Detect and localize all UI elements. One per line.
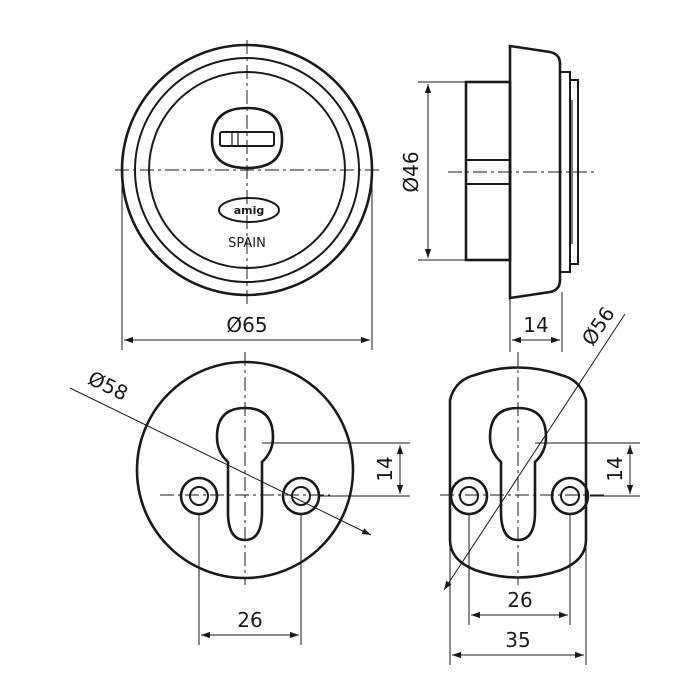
side-view: Ø46 14 bbox=[399, 44, 595, 352]
escutcheon-profile bbox=[508, 44, 562, 300]
spacing-26-label: 26 bbox=[237, 608, 262, 632]
amig-logo bbox=[218, 197, 280, 223]
cylinder-body bbox=[464, 80, 512, 262]
diameter-65-label: Ø65 bbox=[226, 313, 267, 337]
oval-spacing-26-label: 26 bbox=[507, 588, 532, 612]
oval-plate bbox=[448, 366, 588, 579]
diameter-56-leader bbox=[443, 313, 626, 591]
front-face bbox=[148, 71, 346, 269]
oval-cylinder-cutout bbox=[488, 406, 548, 542]
back-oval-view: Ø56 14 26 35 bbox=[440, 302, 640, 665]
round-screw-hole-left bbox=[179, 476, 219, 516]
escutcheon-cap bbox=[569, 79, 579, 265]
width-35-label: 35 bbox=[505, 628, 530, 652]
oval-screw-hole-left-inner bbox=[459, 486, 479, 506]
round-screw-hole-left-inner bbox=[189, 486, 209, 506]
origin-text: SPAIN bbox=[228, 236, 266, 251]
diameter-58-leader bbox=[69, 387, 372, 536]
depth-14-label: 14 bbox=[523, 313, 548, 337]
front-bevel-ring bbox=[134, 57, 360, 283]
oval-screw-hole-right bbox=[550, 476, 590, 516]
diameter-46-label: Ø46 bbox=[399, 151, 423, 192]
oval-height-14-label: 14 bbox=[603, 456, 627, 481]
round-cylinder-cutout bbox=[215, 406, 275, 542]
oval-screw-hole-right-inner bbox=[560, 486, 580, 506]
round-screw-hole-right-inner bbox=[291, 486, 311, 506]
logo-text: amig bbox=[234, 204, 265, 217]
diameter-58-label: Ø58 bbox=[84, 366, 132, 406]
back-round-view: Ø58 14 26 bbox=[69, 352, 410, 645]
oval-screw-hole-left bbox=[449, 476, 489, 516]
round-screw-hole-right bbox=[281, 476, 321, 516]
height-14-label: 14 bbox=[373, 456, 397, 481]
key-shutter bbox=[210, 106, 284, 170]
front-outer-rim bbox=[120, 43, 374, 297]
diameter-56-label: Ø56 bbox=[577, 302, 620, 350]
front-view: amig SPAIN Ø65 bbox=[115, 40, 380, 350]
key-slot bbox=[219, 131, 275, 147]
round-plate bbox=[135, 360, 355, 580]
